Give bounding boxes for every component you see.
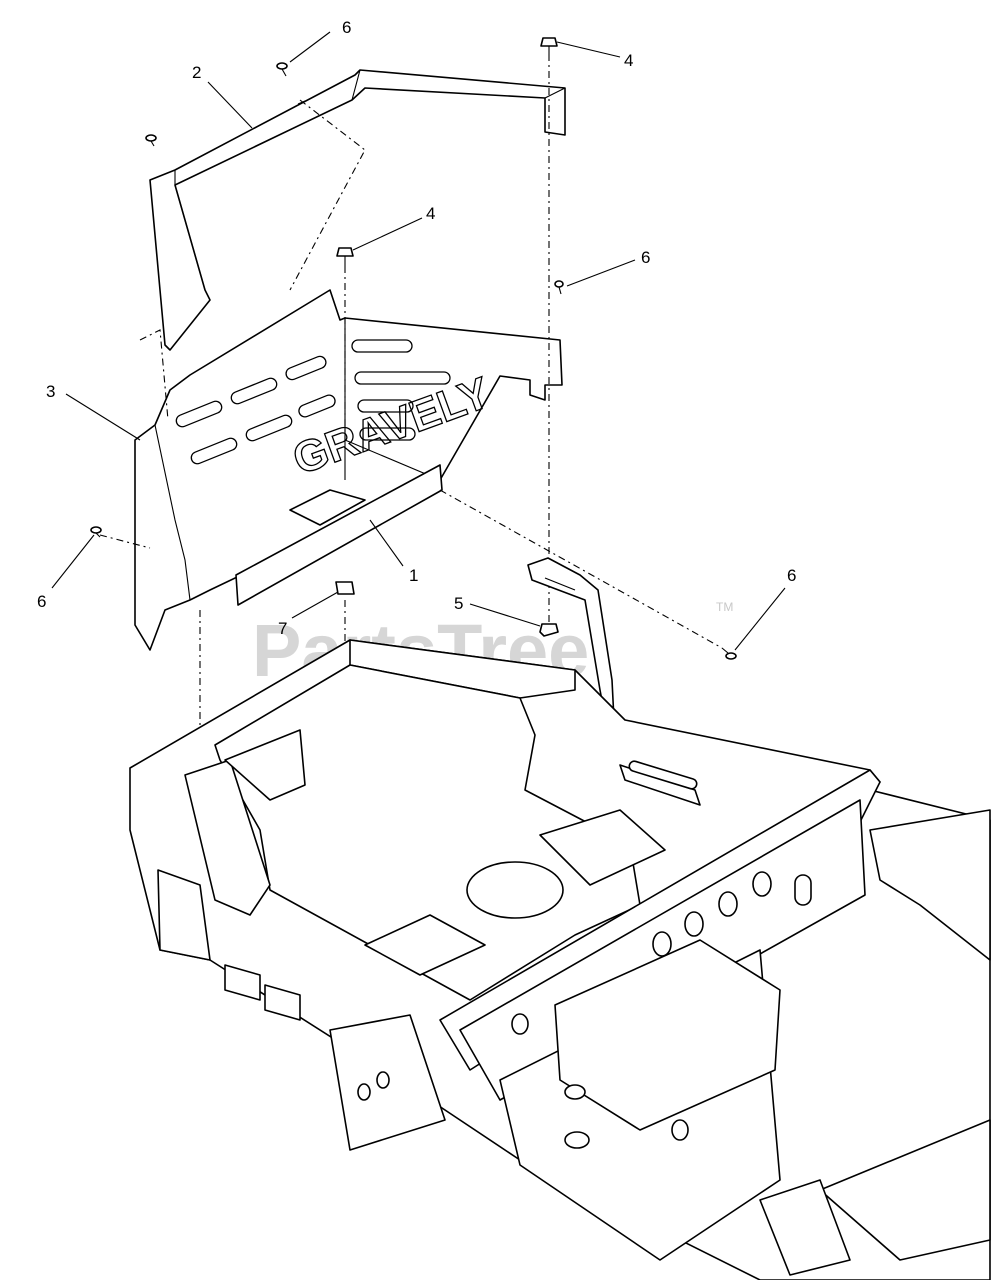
hardware	[90, 37, 737, 660]
callout-6-right: 6	[641, 248, 650, 267]
part-2-upper-shield[interactable]	[149, 69, 566, 351]
screw-6-left	[90, 526, 102, 538]
callout-7: 7	[278, 619, 287, 638]
callout-6-top: 6	[342, 18, 351, 37]
screw-6-far-right	[721, 647, 737, 660]
frame-holes	[357, 760, 812, 1149]
bolt-4-upper	[540, 37, 558, 54]
callout-1: 1	[409, 566, 418, 585]
bolt-4-middle	[336, 247, 354, 266]
callout-4-middle: 4	[426, 204, 435, 223]
screw-6-left-top	[145, 134, 157, 147]
part-3-rear-shield[interactable]: GRAVELY	[134, 289, 563, 651]
callouts: 6 2 4 4 6 3 1 6 5 7 6	[37, 18, 796, 638]
callout-6-left: 6	[37, 592, 46, 611]
part-1-lower-plate[interactable]	[235, 464, 443, 606]
screw-6-right	[554, 280, 564, 295]
clip-7	[335, 581, 355, 595]
leader-lines	[51, 31, 786, 651]
callout-6-far-right: 6	[787, 566, 796, 585]
mower-frame	[129, 639, 991, 1280]
callout-3: 3	[46, 382, 55, 401]
nut-5	[539, 623, 559, 637]
callout-5: 5	[454, 594, 463, 613]
callout-4-top: 4	[624, 51, 633, 70]
shield-slots	[175, 339, 451, 465]
screw-6-top	[276, 62, 288, 77]
watermark-trademark: TM	[716, 600, 733, 614]
callout-2: 2	[192, 63, 201, 82]
